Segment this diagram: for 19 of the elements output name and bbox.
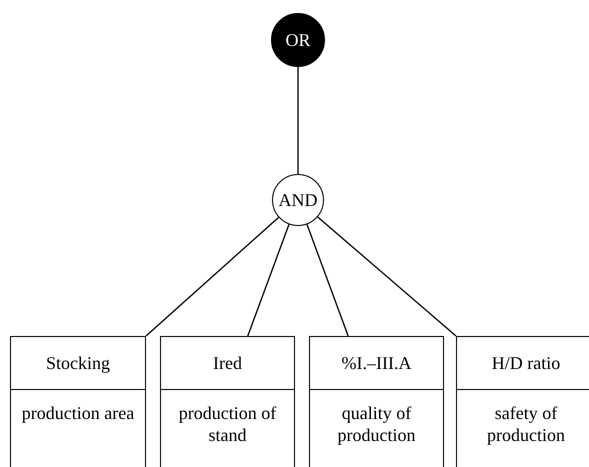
indicator-description: safety of production xyxy=(486,402,566,446)
indicator-name: Ired xyxy=(213,352,242,374)
indicator-box xyxy=(160,336,295,467)
indicator-description: production area xyxy=(20,402,136,424)
indicator-name: Stocking xyxy=(46,352,110,374)
gate-label: OR xyxy=(285,31,310,49)
indicator-box xyxy=(456,336,589,467)
indicator-description: production of stand xyxy=(178,402,278,446)
connector-line xyxy=(247,224,290,336)
indicator-name: %I.–III.A xyxy=(342,352,412,374)
indicator-box xyxy=(309,336,444,467)
indicator-box xyxy=(10,336,146,467)
connector-line xyxy=(317,216,456,336)
connector-line xyxy=(146,216,280,336)
indicator-name: H/D ratio xyxy=(492,352,560,374)
connector-line xyxy=(297,67,299,174)
connector-line xyxy=(306,224,349,336)
indicator-description: quality of production xyxy=(336,402,416,446)
gate-label: AND xyxy=(278,191,318,209)
